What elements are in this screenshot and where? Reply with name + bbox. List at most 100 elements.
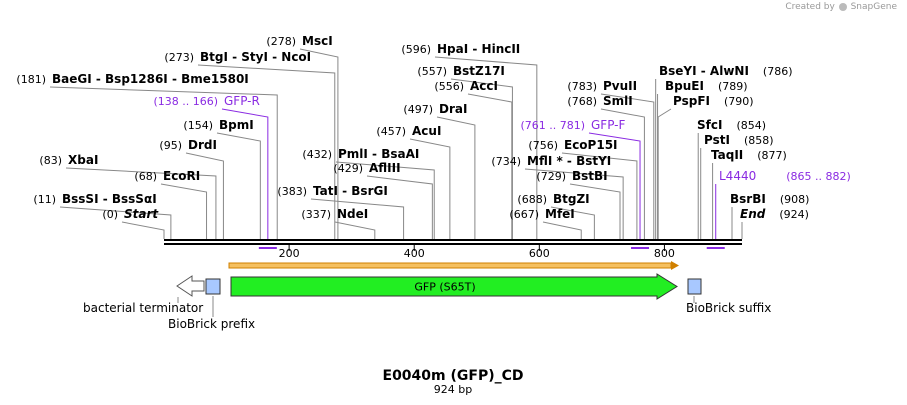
enzyme-site-label[interactable]: PstI(858): [704, 133, 774, 147]
enzyme-site-label[interactable]: EcoRI(68): [134, 169, 200, 183]
leader-line: [334, 221, 376, 239]
enzyme-site-label[interactable]: MfeI(667): [509, 207, 574, 221]
enzyme-site-label[interactable]: MflI * - BstYI(734): [491, 154, 611, 168]
enzyme-site-label[interactable]: HpaI - HincII (596): [401, 42, 520, 56]
site-name: NdeI: [337, 207, 368, 221]
enzyme-site-label[interactable]: NdeI (337): [301, 207, 368, 221]
site-name: BsrBI: [730, 192, 766, 206]
watermark-prefix: Created by: [785, 2, 835, 12]
site-name: BtgI - StyI - NcoI: [200, 50, 311, 64]
feature-biobrick-prefix[interactable]: [205, 278, 221, 317]
leader-line: [450, 78, 513, 239]
enzyme-site-label[interactable]: PspFI(790): [673, 94, 754, 108]
site-position: (556): [434, 80, 464, 93]
enzyme-site-label[interactable]: BpmI(154): [183, 118, 253, 132]
site-position: (138 .. 166): [153, 95, 218, 108]
site-position: (688): [517, 193, 547, 206]
enzyme-site-label[interactable]: BtgZI (688): [517, 192, 589, 206]
map-title: E0040m (GFP)_CD: [383, 368, 524, 384]
site-name: BaeGI - Bsp1286I - Bme1580I: [52, 72, 249, 86]
enzyme-site-label[interactable]: BtgI - StyI - NcoI (273): [164, 50, 311, 64]
enzyme-site-label[interactable]: BaeGI - Bsp1286I - Bme1580I(181): [16, 72, 248, 86]
leader-line: [550, 206, 595, 239]
enzyme-site-label[interactable]: BstZ17I (557): [417, 64, 504, 78]
leader-line: [335, 161, 435, 239]
leader-line: [524, 168, 624, 239]
enzyme-site-label[interactable]: PvuII(783): [567, 79, 637, 93]
ruler-tick-label: 800: [654, 247, 675, 260]
leader-line: [299, 48, 339, 239]
site-position: (854): [736, 119, 766, 132]
watermark: Created by SnapGene: [785, 2, 897, 12]
gfp-label: GFP (S65T): [414, 281, 475, 294]
site-name: SmlI: [603, 94, 633, 108]
enzyme-site-label[interactable]: BstBI(729): [536, 169, 607, 183]
enzyme-site-label[interactable]: MscI(278): [266, 34, 332, 48]
site-position: (68): [134, 170, 157, 183]
feature-bacterial-terminator[interactable]: [176, 275, 205, 303]
leader-line: [216, 132, 261, 239]
site-position: (557): [417, 65, 447, 78]
site-name: BstZ17I: [453, 64, 505, 78]
site-name: TatI - BsrGI: [313, 184, 388, 198]
end-label[interactable]: Start(0): [102, 207, 159, 221]
leader-line: [436, 116, 476, 239]
orf-arrow[interactable]: [228, 261, 679, 270]
leader-line: [409, 138, 451, 239]
feature-gfp-s65t[interactable]: GFP (S65T): [230, 273, 678, 300]
end-label[interactable]: End(924): [740, 207, 809, 221]
site-name: BstBI: [572, 169, 608, 183]
site-position: (337): [301, 208, 331, 221]
leader-line: [59, 206, 172, 239]
site-name: HpaI - HincII: [437, 42, 520, 56]
leader-line: [221, 108, 269, 239]
enzyme-site-label[interactable]: SfcI (854): [697, 118, 766, 132]
enzyme-site-label[interactable]: BseYI - AlwNI(786): [659, 64, 793, 78]
site-position: (768): [567, 95, 597, 108]
enzyme-site-label[interactable]: DrdI(95): [159, 138, 217, 152]
site-name: DraI: [439, 102, 467, 116]
enzyme-site-label[interactable]: BssSI - BssSαI (11): [33, 192, 156, 206]
enzyme-site-label[interactable]: EcoP15I(756): [528, 138, 617, 152]
feature-biobrick-suffix[interactable]: [687, 278, 702, 303]
enzyme-site-label[interactable]: AflIII(429): [333, 161, 400, 175]
site-position: (783): [567, 80, 597, 93]
site-name: SfcI: [697, 118, 722, 132]
primer-label[interactable]: L4440(865 .. 882): [719, 169, 851, 183]
site-name: DrdI: [188, 138, 217, 152]
enzyme-site-label[interactable]: PmlI - BsaAI(432): [302, 147, 419, 161]
enzyme-site-label[interactable]: BpuEI (789): [665, 79, 748, 93]
site-name: BtgZI: [553, 192, 590, 206]
enzyme-site-label[interactable]: TatI - BsrGI (383): [277, 184, 387, 198]
site-position: (11): [33, 193, 56, 206]
site-position: (383): [277, 185, 307, 198]
leader-line: [600, 93, 655, 239]
site-name: TaqII: [711, 148, 743, 162]
leader-line: [467, 93, 513, 239]
enzyme-site-label[interactable]: AcuI(457): [376, 124, 441, 138]
site-position: (273): [164, 51, 194, 64]
enzyme-site-label[interactable]: XbaI(83): [39, 153, 98, 167]
site-position: (924): [779, 208, 809, 221]
primer-label[interactable]: GFP-F (761 .. 781): [520, 118, 625, 132]
enzyme-site-label[interactable]: BsrBI(908): [730, 192, 809, 206]
site-name: GFP-F: [591, 118, 626, 132]
site-position: (789): [718, 80, 748, 93]
site-name: L4440: [719, 169, 756, 183]
site-name: BssSI - BssSαI: [62, 192, 157, 206]
site-position: (761 .. 781): [520, 119, 585, 132]
site-position: (734): [491, 155, 521, 168]
leader-line: [310, 198, 405, 239]
site-position: (596): [401, 43, 431, 56]
enzyme-site-label[interactable]: AccI(556): [434, 79, 498, 93]
primer-label[interactable]: GFP-R(138 .. 166): [153, 94, 259, 108]
leader-line: [197, 64, 336, 239]
enzyme-site-label[interactable]: TaqII(877): [711, 148, 787, 162]
site-position: (154): [183, 119, 213, 132]
enzyme-site-label[interactable]: DraI(497): [403, 102, 467, 116]
ruler-tick-label: 400: [404, 247, 425, 260]
enzyme-site-label[interactable]: SmlI (768): [567, 94, 632, 108]
site-name: BpuEI: [665, 79, 704, 93]
